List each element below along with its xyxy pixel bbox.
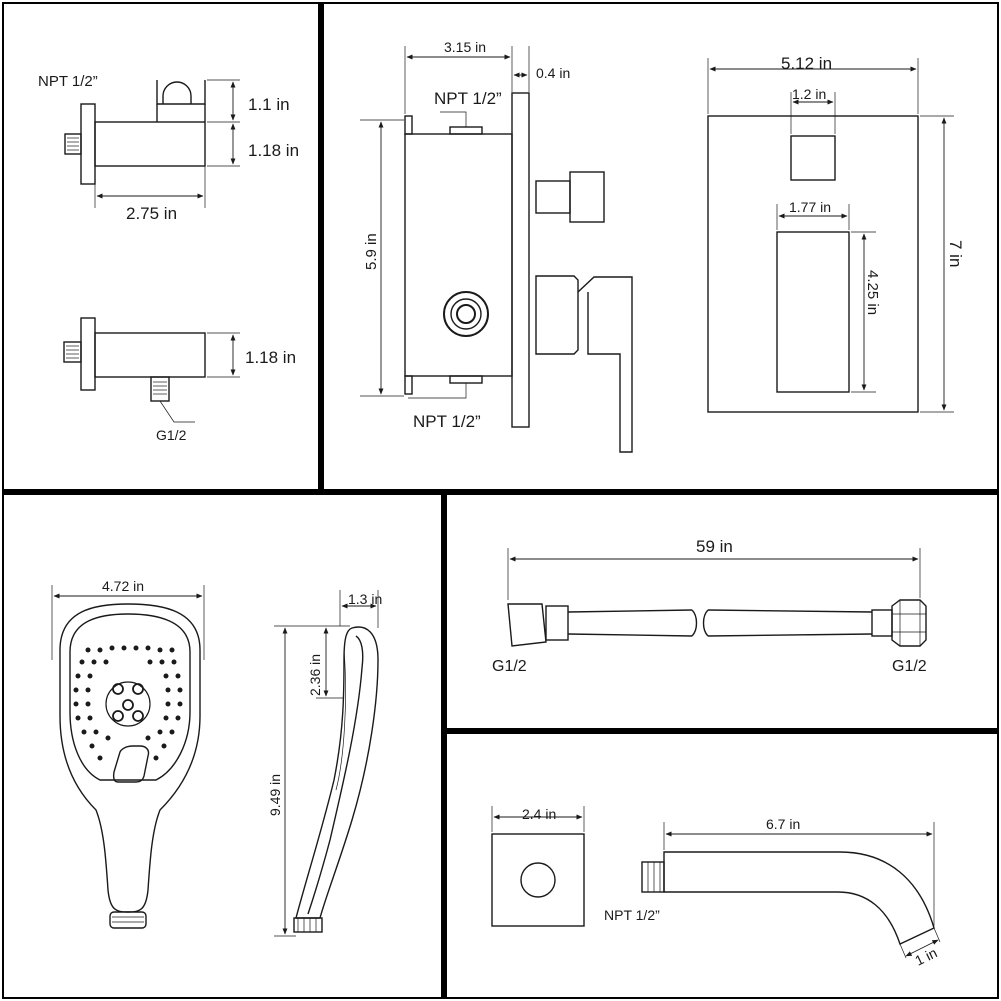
spout-length: 6.7 in [766,816,800,832]
holder-drawing [64,80,206,185]
valve-plate-thickness: 0.4 in [536,65,570,81]
handheld-face-width: 4.72 in [102,578,144,594]
spout-thread-label: NPT 1/2” [604,907,660,923]
trim-width: 5.12 in [781,54,832,73]
elbow-height: 1.18 in [245,348,296,367]
holder-width: 2.75 in [126,204,177,223]
valve-bottom-inlet: NPT 1/2” [413,412,481,431]
hose-drawing [507,599,927,647]
trim-knob-width: 1.2 in [792,86,826,102]
trim-lever-height: 4.25 in [864,270,881,315]
handheld-side-depth: 1.3 in [348,591,382,607]
spout-dimensions [491,806,941,959]
valve-height: 5.9 in [363,233,380,270]
panel-valve: 3.15 in 0.4 in NPT 1/2” 5.9 in NPT 1/2” [360,39,965,453]
elbow-drawing [63,317,206,423]
handheld-front-drawing [59,603,201,929]
spout-flange-drawing [491,833,585,927]
holder-thread-label: NPT 1/2” [38,73,98,90]
panel-spout: 2.4 in 6.7 in NPT 1/2” 1 in [491,806,941,969]
hose-right-end: G1/2 [892,658,927,675]
handheld-dimensions [51,585,379,937]
trim-plate-dimensions [707,58,954,413]
holder-top-height: 1.1 in [248,95,290,114]
spout-drawing [641,851,935,945]
spray-nozzle-ring [105,681,151,727]
valve-side-drawing [404,92,633,453]
hose-length: 59 in [696,537,733,556]
trim-plate-drawing [707,115,919,413]
trim-lever-width: 1.77 in [789,199,831,215]
valve-top-inlet: NPT 1/2” [434,89,502,108]
spray-dots [73,645,183,761]
panel-handheld: 4.72 in 1.3 in 2.36 in 9.49 in [51,578,382,937]
panel-holder-elbow: NPT 1/2” 1.1 in 1.18 in 2.75 in 1.18 in … [38,73,299,443]
valve-depth: 3.15 in [444,39,486,55]
holder-body-height: 1.18 in [248,141,299,160]
hose-dimensions [507,548,921,600]
trim-height: 7 in [946,240,965,267]
hose-left-end: G1/2 [492,658,527,675]
panel-hose: 59 in G1/2 G1/2 [492,537,927,675]
spout-outlet: 1 in [912,944,939,968]
handheld-head-length: 2.36 in [307,654,323,696]
elbow-outlet-label: G1/2 [156,427,187,443]
handheld-side-drawing [293,626,379,933]
spout-flange-width: 2.4 in [522,806,556,822]
handheld-length: 9.49 in [267,774,283,816]
elbow-dimensions [207,332,240,378]
holder-dimensions [94,79,240,208]
valve-side-dimensions [360,46,530,399]
